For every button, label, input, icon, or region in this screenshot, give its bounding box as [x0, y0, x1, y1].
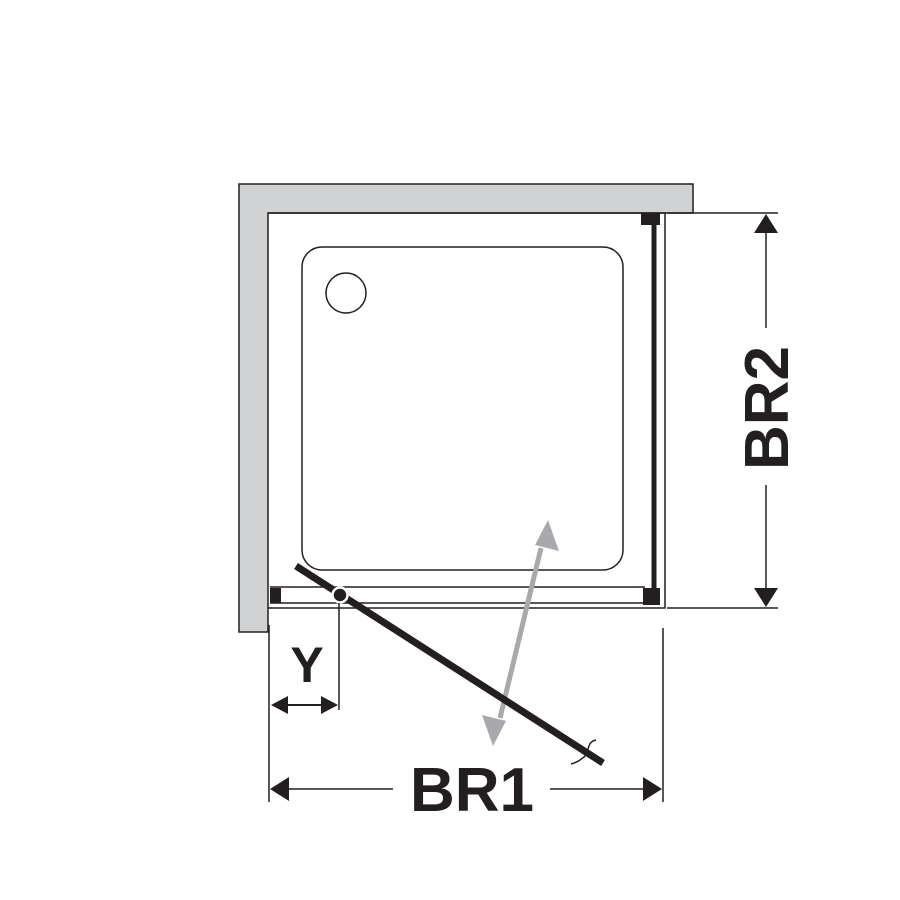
br1-label: BR1	[410, 756, 534, 825]
hinge-point-icon	[331, 586, 349, 604]
enclosure-outline	[268, 212, 666, 609]
br2-label: BR2	[733, 346, 802, 470]
y-label: Y	[290, 637, 323, 693]
y-arrowheads	[271, 696, 338, 714]
wall	[238, 183, 694, 633]
front-rail-left-bracket	[270, 588, 281, 603]
drain-icon	[325, 272, 367, 314]
side-panel-top-bracket	[641, 213, 660, 225]
side-panel-bottom-bracket	[643, 588, 660, 605]
door-swing-arrow	[482, 520, 559, 746]
shower-tray	[301, 246, 624, 571]
door-break-mark	[570, 739, 597, 765]
